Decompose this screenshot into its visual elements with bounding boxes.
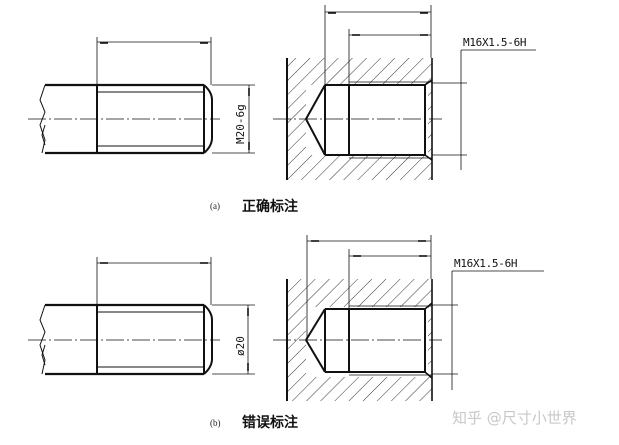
fig-a-external-thread bbox=[28, 37, 255, 155]
fig-a-index: (a) bbox=[210, 201, 220, 211]
fig-b-caption: 错误标注 bbox=[242, 415, 298, 431]
fig-b-internal-callout: M16X1.5-6H bbox=[454, 257, 518, 270]
fig-a-external-callout: M20-6g bbox=[234, 104, 247, 144]
fig-a-internal-callout: M16X1.5-6H bbox=[463, 36, 527, 49]
fig-b-index: (b) bbox=[210, 418, 221, 428]
fig-b-external-callout: ø20 bbox=[234, 336, 247, 356]
watermark: 知乎 @尺寸小世界 bbox=[452, 409, 577, 427]
fig-b-internal-thread bbox=[273, 235, 544, 401]
fig-a-internal-thread bbox=[273, 5, 536, 180]
fig-b-external-thread bbox=[28, 257, 255, 376]
fig-a-caption: 正确标注 bbox=[242, 199, 298, 215]
